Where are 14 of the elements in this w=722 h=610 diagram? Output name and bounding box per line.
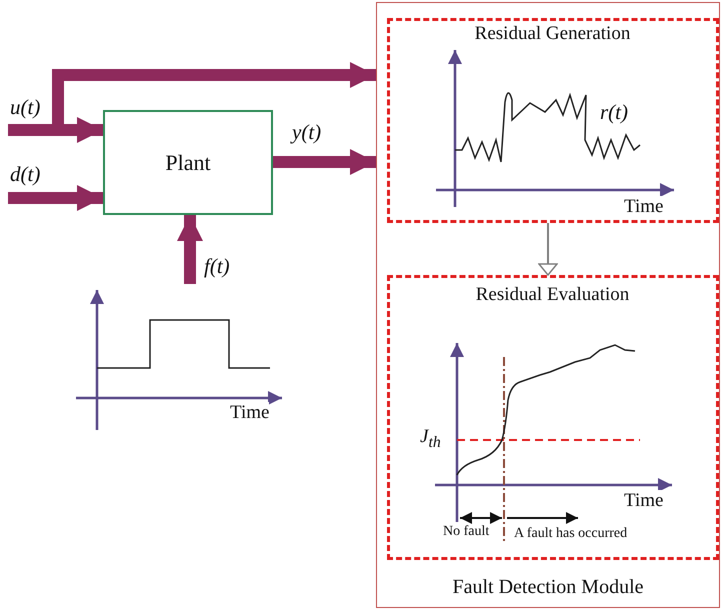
module-title: Fault Detection Module	[452, 576, 644, 599]
plant-block	[103, 110, 273, 215]
arrow	[538, 223, 558, 276]
panel-title: Residual Evaluation	[476, 284, 630, 306]
arrow	[273, 149, 376, 175]
arrow	[8, 185, 103, 211]
signal-label: y(t)	[292, 120, 322, 145]
block-label: Plant	[165, 150, 211, 176]
arrow	[177, 215, 203, 284]
panel-title: Residual Generation	[474, 22, 630, 44]
signal-label: u(t)	[10, 95, 40, 120]
arrow	[8, 117, 103, 143]
signal-label: d(t)	[10, 162, 40, 187]
signal-label: f(t)	[204, 254, 230, 279]
